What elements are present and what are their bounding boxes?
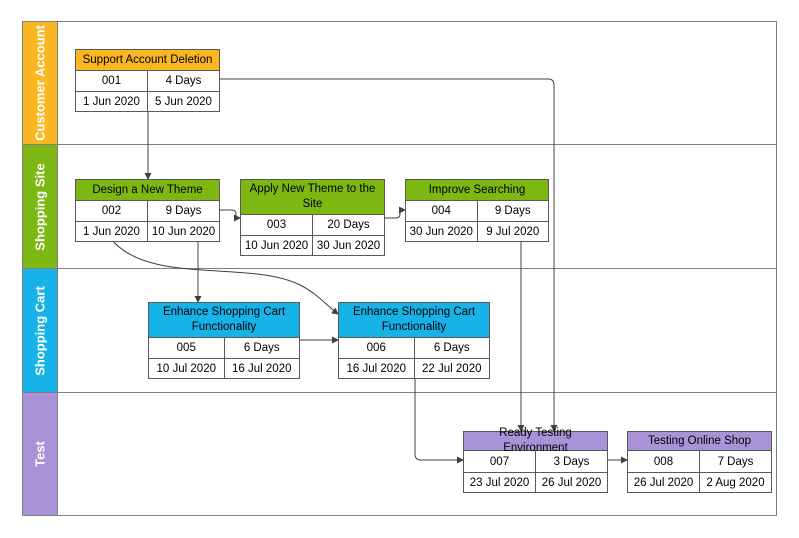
task-end-date: 22 Jul 2020 bbox=[413, 359, 490, 378]
lane-header: Shopping Site bbox=[23, 145, 58, 268]
task-id: 001 bbox=[101, 75, 122, 87]
task-title: Support Account Deletion bbox=[76, 50, 219, 71]
task-id: 002 bbox=[101, 205, 122, 217]
task-id: 005 bbox=[176, 342, 196, 354]
lane-header: Shopping Cart bbox=[23, 269, 58, 392]
task-duration: 6 Days bbox=[413, 338, 490, 358]
task-start-date: 10 Jun 2020 bbox=[244, 239, 309, 252]
task-card[interactable]: Ready Testing Environment 007 3 Days 23 … bbox=[463, 427, 608, 493]
task-end-date: 2 Aug 2020 bbox=[699, 473, 771, 492]
task-id: 007 bbox=[489, 455, 510, 468]
task-duration: 20 Days bbox=[312, 215, 384, 235]
task-title: Testing Online Shop bbox=[628, 432, 771, 451]
lane-header: Test bbox=[23, 393, 58, 515]
task-id: 003 bbox=[266, 219, 287, 231]
task-duration: 7 Days bbox=[699, 451, 771, 472]
task-card[interactable]: Apply New Theme to the Site 003 20 Days … bbox=[240, 179, 385, 256]
task-start-date: 30 Jun 2020 bbox=[409, 225, 473, 238]
task-end-date: 9 Jul 2020 bbox=[476, 222, 549, 241]
task-title: Enhance Shopping Cart Functionality bbox=[339, 303, 489, 338]
task-duration: 9 Days bbox=[476, 201, 549, 221]
task-card[interactable]: Design a New Theme 002 9 Days 1 Jun 2020… bbox=[75, 179, 220, 242]
lane-label: Shopping Cart bbox=[32, 285, 48, 376]
task-start-date: 26 Jul 2020 bbox=[633, 476, 694, 489]
lane-label: Customer Account bbox=[32, 25, 48, 141]
task-card[interactable]: Support Account Deletion 001 4 Days 1 Ju… bbox=[75, 49, 220, 112]
task-card[interactable]: Enhance Shopping Cart Functionality 005 … bbox=[148, 302, 300, 379]
task-start-date: 1 Jun 2020 bbox=[83, 95, 140, 108]
task-title: Apply New Theme to the Site bbox=[241, 180, 384, 215]
task-end-date: 16 Jul 2020 bbox=[223, 359, 300, 378]
lane-label: Test bbox=[32, 441, 48, 467]
task-start-date: 16 Jul 2020 bbox=[346, 362, 406, 375]
task-duration: 9 Days bbox=[147, 201, 219, 221]
task-title: Ready Testing Environment bbox=[464, 427, 607, 454]
lane-header: Customer Account bbox=[23, 22, 58, 144]
task-start-date: 23 Jul 2020 bbox=[469, 476, 530, 489]
task-title: Design a New Theme bbox=[76, 180, 219, 201]
task-duration: 4 Days bbox=[147, 71, 219, 91]
task-start-date: 1 Jun 2020 bbox=[83, 225, 140, 238]
task-duration: 3 Days bbox=[535, 451, 607, 472]
task-card[interactable]: Enhance Shopping Cart Functionality 006 … bbox=[338, 302, 490, 379]
task-id: 006 bbox=[366, 342, 386, 354]
task-start-date: 10 Jul 2020 bbox=[156, 362, 216, 375]
task-id: 004 bbox=[431, 205, 451, 217]
task-title: Enhance Shopping Cart Functionality bbox=[149, 303, 299, 338]
task-end-date: 30 Jun 2020 bbox=[312, 236, 384, 255]
task-end-date: 26 Jul 2020 bbox=[535, 473, 607, 492]
task-card[interactable]: Testing Online Shop 008 7 Days 26 Jul 20… bbox=[627, 431, 772, 493]
task-duration: 6 Days bbox=[223, 338, 300, 358]
task-end-date: 5 Jun 2020 bbox=[147, 92, 219, 111]
task-card[interactable]: Improve Searching 004 9 Days 30 Jun 2020… bbox=[405, 179, 549, 242]
task-id: 008 bbox=[653, 455, 674, 468]
task-title: Improve Searching bbox=[406, 180, 548, 201]
lane-label: Shopping Site bbox=[32, 162, 48, 251]
task-end-date: 10 Jun 2020 bbox=[147, 222, 219, 241]
